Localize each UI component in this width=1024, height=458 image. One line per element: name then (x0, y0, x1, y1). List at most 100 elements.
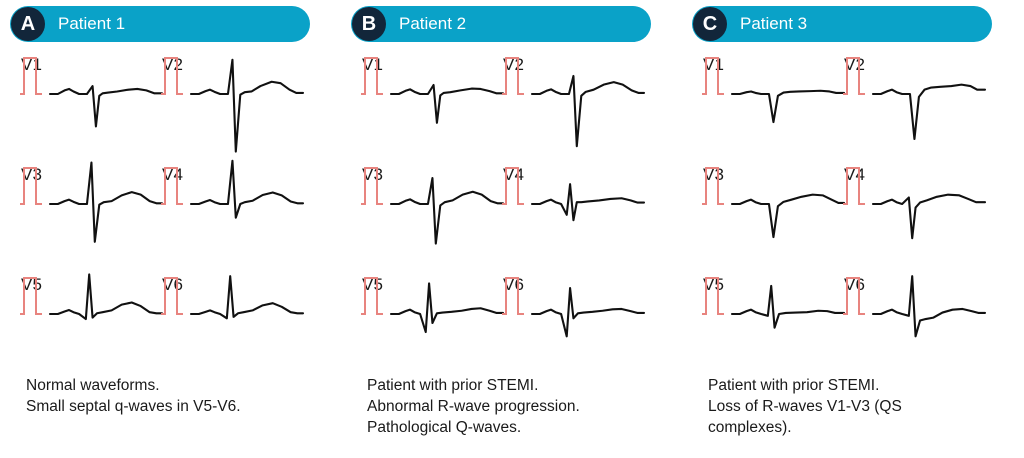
ecg-waveform-svg (361, 57, 505, 124)
ecg-lead-v2: V2 (496, 56, 646, 166)
panel-header-c: C Patient 3 (692, 6, 992, 42)
panel-header-a: A Patient 1 (10, 6, 310, 42)
panel-caption: Patient with prior STEMI.Abnormal R-wave… (367, 375, 667, 438)
ecg-lead-v5: V5 (696, 276, 846, 386)
panel-badge-letter: C (693, 7, 727, 41)
ecg-trace (48, 273, 164, 321)
calibration-pulse (843, 57, 865, 95)
ecg-lead-v1: V1 (14, 56, 164, 166)
caption-line: Patient with prior STEMI. (708, 377, 880, 394)
ecg-trace (530, 74, 646, 148)
ecg-waveform-svg (502, 57, 646, 148)
ecg-trace (730, 193, 846, 239)
ecg-trace (389, 177, 505, 245)
ecg-waveform-svg (702, 57, 846, 124)
ecg-waveform-svg (502, 277, 646, 338)
ecg-trace (189, 58, 305, 153)
caption-line: Loss of R-waves V1-V3 (QS (708, 398, 902, 415)
calibration-pulse (20, 167, 42, 205)
calibration-pulse (702, 167, 724, 205)
ecg-trace (189, 159, 305, 219)
ecg-lead-v4: V4 (837, 166, 987, 276)
ecg-waveform-svg (20, 273, 164, 321)
calibration-pulse (361, 57, 383, 95)
panel-badge-letter: A (11, 7, 45, 41)
calibration-pulse (502, 277, 524, 315)
ecg-trace (871, 275, 987, 338)
ecg-lead-v3: V3 (14, 161, 164, 276)
ecg-lead-v1: V1 (696, 56, 846, 166)
ecg-waveform-svg (502, 167, 646, 222)
panel-title: Patient 2 (399, 14, 467, 33)
calibration-pulse (502, 57, 524, 95)
panel-badge-letter: B (352, 7, 386, 41)
calibration-pulse (161, 167, 183, 205)
calibration-pulse (361, 167, 383, 205)
caption-line: Abnormal R-wave progression. (367, 398, 580, 415)
ecg-trace (871, 193, 987, 240)
ecg-trace (48, 161, 164, 243)
panel-title: Patient 1 (58, 14, 126, 33)
ecg-lead-v6: V6 (837, 275, 987, 386)
ecg-waveform-svg (361, 167, 505, 245)
caption-line: Small septal q-waves in V5-V6. (26, 398, 241, 415)
calibration-pulse (361, 277, 383, 315)
panel-title: Patient 3 (740, 14, 808, 33)
ecg-waveform-svg (702, 277, 846, 329)
ecg-waveform-svg (20, 161, 164, 243)
ecg-lead-v2: V2 (837, 56, 987, 166)
calibration-pulse (161, 277, 183, 315)
ecg-waveform-svg (161, 275, 305, 320)
ecg-trace (530, 183, 646, 222)
panel-header-b: B Patient 2 (351, 6, 651, 42)
ecg-lead-v4: V4 (496, 166, 646, 276)
ecg-waveform-svg (361, 277, 505, 334)
ecg-waveform-svg (161, 57, 305, 153)
ecg-lead-v4: V4 (155, 159, 305, 276)
caption-line: Normal waveforms. (26, 377, 160, 394)
caption-line: complexes). (708, 419, 792, 436)
calibration-pulse (161, 57, 183, 95)
ecg-trace (389, 83, 505, 124)
calibration-pulse (702, 277, 724, 315)
calibration-pulse (20, 277, 42, 315)
ecg-waveform-svg (702, 167, 846, 239)
ecg-waveform-svg (843, 167, 987, 240)
ecg-trace (871, 83, 987, 141)
ecg-trace (730, 89, 846, 124)
ecg-waveform-svg (843, 275, 987, 338)
ecg-trace (530, 287, 646, 338)
ecg-lead-v5: V5 (14, 273, 164, 386)
calibration-pulse (702, 57, 724, 95)
ecg-waveform-svg (161, 159, 305, 219)
caption-line: Pathological Q-waves. (367, 419, 522, 436)
ecg-lead-v5: V5 (355, 276, 505, 386)
ecg-trace (389, 282, 505, 334)
ecg-lead-v6: V6 (155, 275, 305, 386)
calibration-pulse (502, 167, 524, 205)
ecg-lead-v6: V6 (496, 276, 646, 386)
calibration-pulse (843, 167, 865, 205)
ecg-trace (48, 85, 164, 128)
ecg-lead-v2: V2 (155, 56, 305, 166)
ecg-lead-v3: V3 (355, 166, 505, 276)
panel-caption: Normal waveforms. Small septal q-waves in… (26, 375, 326, 417)
ecg-waveform-svg (843, 57, 987, 141)
ecg-lead-v1: V1 (355, 56, 505, 166)
panel-caption: Patient with prior STEMI. Loss of R-waves… (708, 375, 993, 438)
ecg-lead-v3: V3 (696, 166, 846, 276)
